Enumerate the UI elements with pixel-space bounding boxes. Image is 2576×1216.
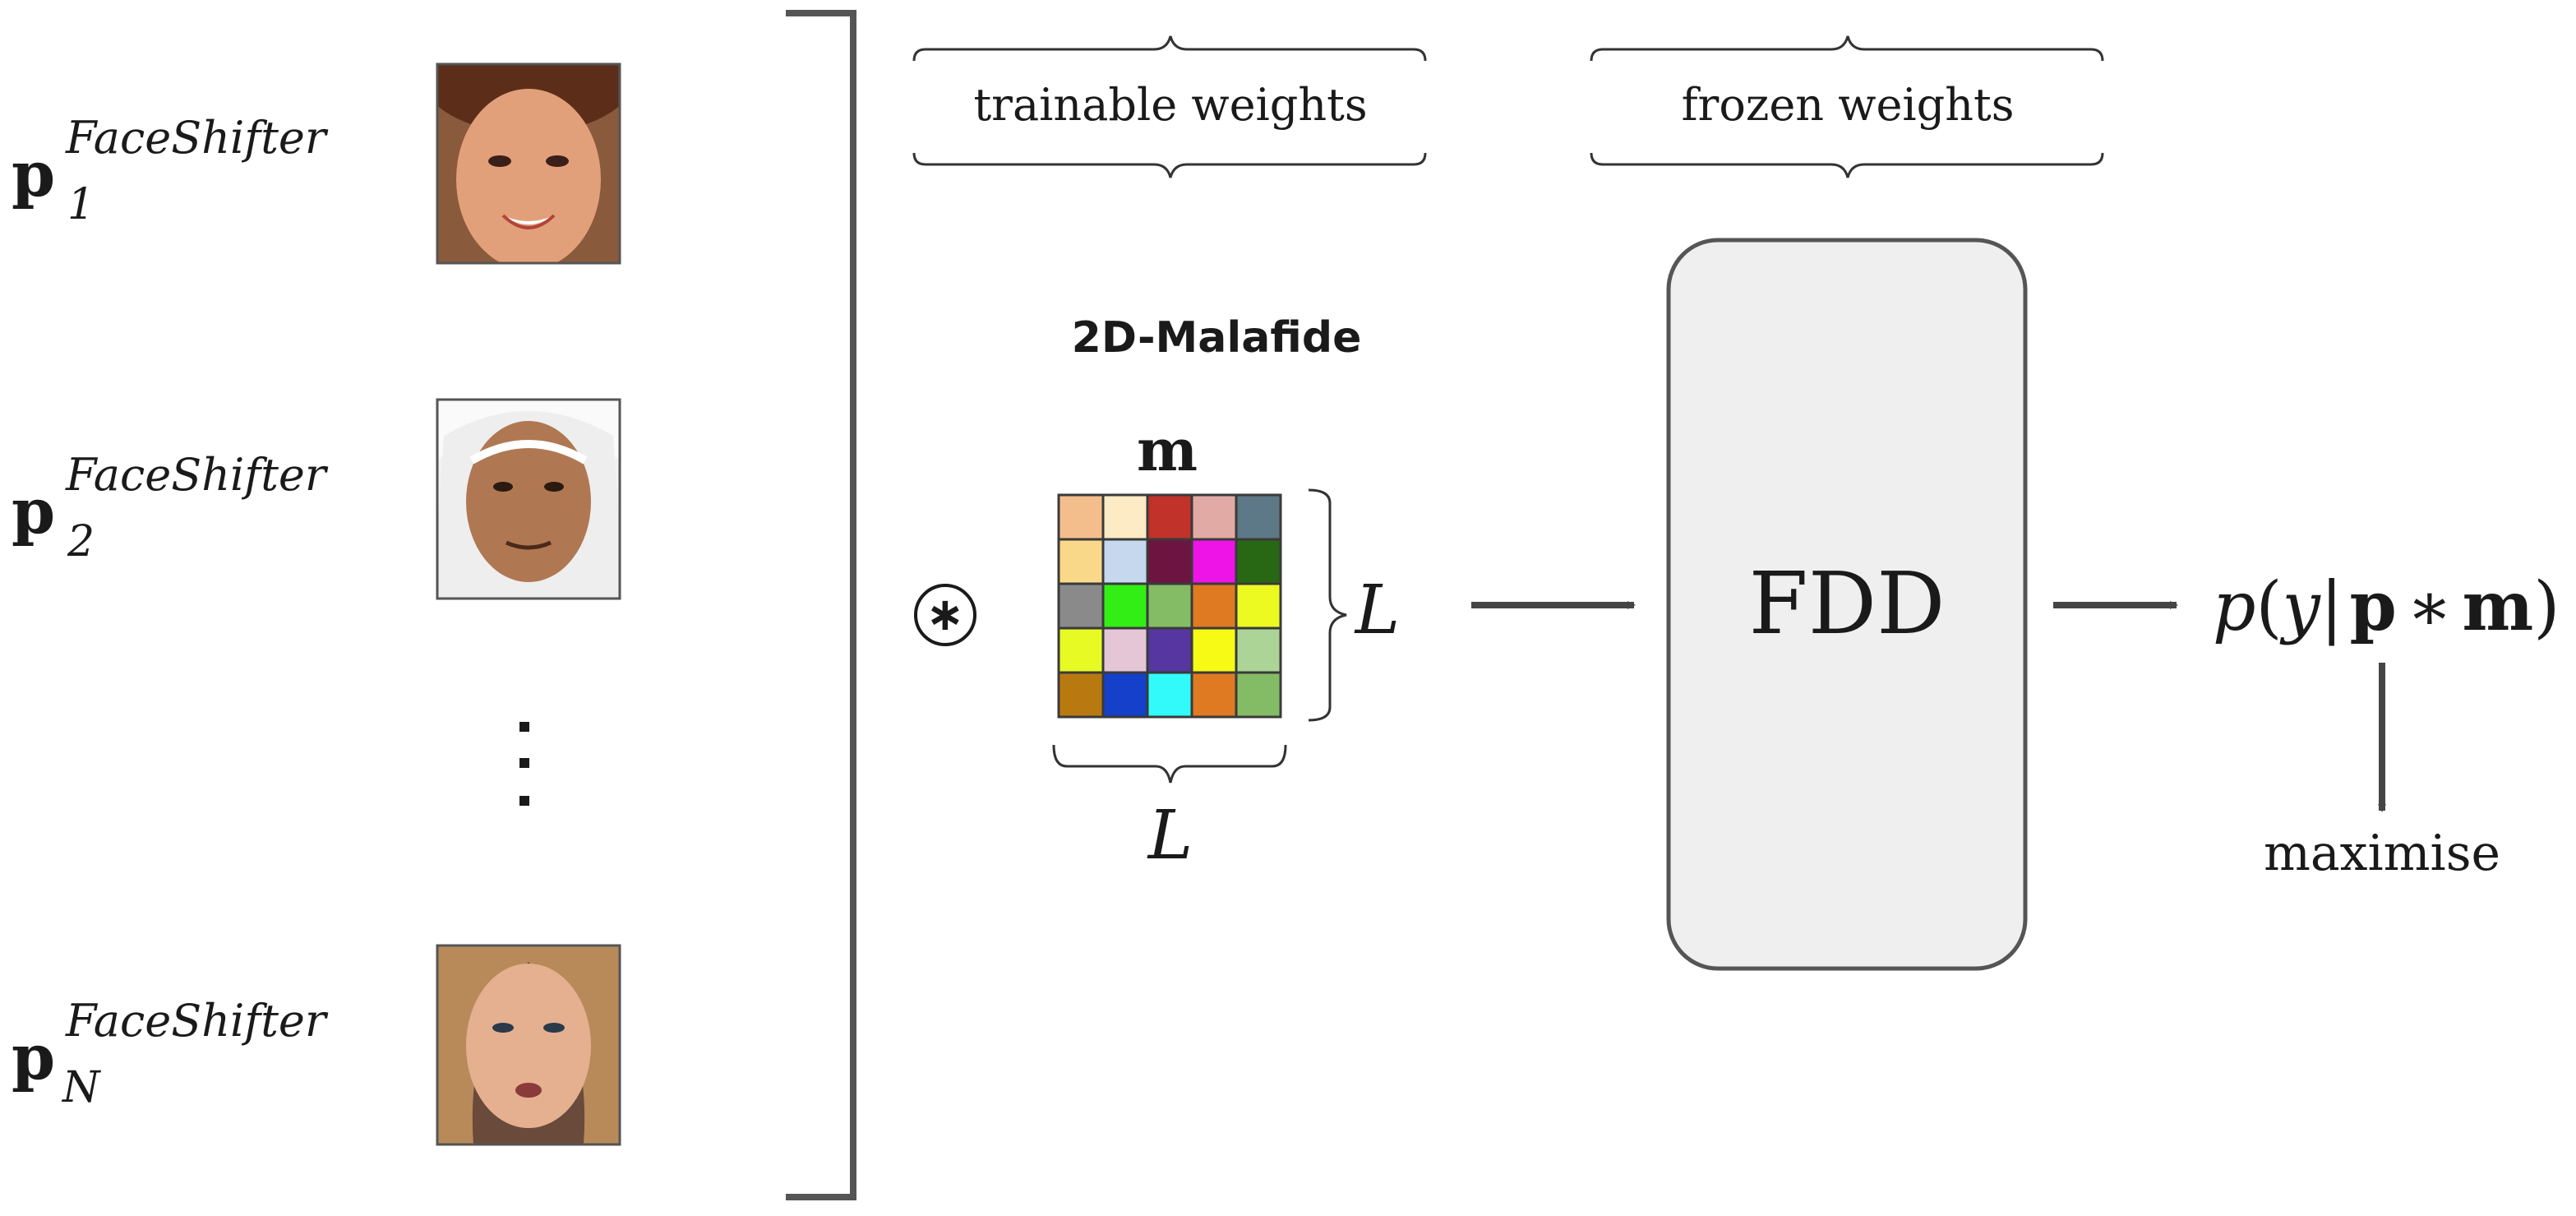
filter-height-label: L [1354, 571, 1400, 650]
output-rparen: ) [2533, 568, 2560, 646]
filter-cell [1190, 493, 1238, 541]
output-star: ∗ [2407, 568, 2453, 646]
sample-label-N: p N FaceShifter [12, 995, 329, 1112]
sample-label-2: p 2 FaceShifter [12, 449, 329, 566]
filter-cell [1235, 582, 1282, 630]
frozen-brace: frozen weights [1590, 35, 2104, 178]
filter-title: 2D-Malafide [1072, 313, 1362, 363]
filter-cell [1146, 582, 1193, 630]
filter-cell [1235, 493, 1282, 541]
filter-cell [1190, 538, 1238, 585]
sample-index-2: 2 [67, 517, 95, 566]
sample-base-1: p [12, 137, 55, 210]
filter-height-brace [1308, 488, 1347, 722]
filter-cell [1146, 538, 1193, 585]
face-frame-N [436, 944, 621, 1146]
filter-cell [1101, 582, 1149, 630]
trainable-weights-label: trainable weights [973, 79, 1367, 131]
filter-cell [1057, 493, 1105, 541]
filter-cell [1235, 538, 1282, 585]
filter-grid [1057, 493, 1282, 719]
face-thumbnail-N [437, 946, 620, 1144]
sample-index-1: 1 [67, 180, 95, 229]
sample-superscript-2: FaceShifter [65, 449, 329, 501]
filter-cell [1057, 626, 1105, 674]
sample-superscript-N: FaceShifter [65, 995, 329, 1047]
face-thumbnail-2 [437, 400, 620, 599]
output-y: y [2279, 568, 2322, 646]
filter-cell [1190, 671, 1238, 719]
output-expression: p(y|p∗m) [2213, 567, 2560, 646]
filter-cell [1190, 626, 1238, 674]
filter-cell [1190, 582, 1238, 630]
filter-cell [1101, 538, 1149, 585]
sample-superscript-1: FaceShifter [65, 112, 329, 164]
output-bar: | [2320, 568, 2343, 646]
face-frame-2 [436, 398, 621, 600]
filter-cell [1146, 493, 1193, 541]
sample-base-2: p [12, 474, 55, 548]
face-frame-1 [436, 62, 621, 265]
sample-index-N: N [61, 1063, 101, 1112]
filter-cell [1057, 671, 1105, 719]
fdd-label: FDD [1749, 553, 1946, 654]
filter-cell [1146, 671, 1193, 719]
filter-cell [1057, 538, 1105, 585]
frozen-weights-label: frozen weights [1682, 79, 2015, 131]
batch-bracket [786, 10, 856, 1200]
trainable-brace: trainable weights [912, 35, 1427, 178]
svg-text:∗: ∗ [926, 588, 965, 641]
sample-base-N: p [12, 1020, 55, 1093]
filter-cell [1101, 671, 1149, 719]
convolution-operator: ∗ [914, 584, 976, 646]
filter-cell [1146, 626, 1193, 674]
vertical-ellipsis [519, 722, 529, 806]
filter-symbol: m [1137, 416, 1198, 484]
output-p-bold: p [2349, 567, 2396, 646]
output-m-bold: m [2463, 567, 2534, 646]
filter-cell [1235, 626, 1282, 674]
filter-cell [1235, 671, 1282, 719]
face-thumbnail-1 [437, 64, 620, 263]
fdd-block: FDD [1666, 238, 2028, 971]
maximise-label: maximise [2264, 825, 2500, 882]
filter-width-brace [1052, 744, 1287, 784]
filter-cell [1101, 626, 1149, 674]
output-p: p [2213, 568, 2256, 646]
filter-width-label: L [1147, 797, 1193, 875]
output-lparen: ( [2256, 568, 2283, 646]
sample-label-1: p 1 FaceShifter [12, 112, 329, 229]
filter-cell [1057, 582, 1105, 630]
filter-cell [1101, 493, 1149, 541]
